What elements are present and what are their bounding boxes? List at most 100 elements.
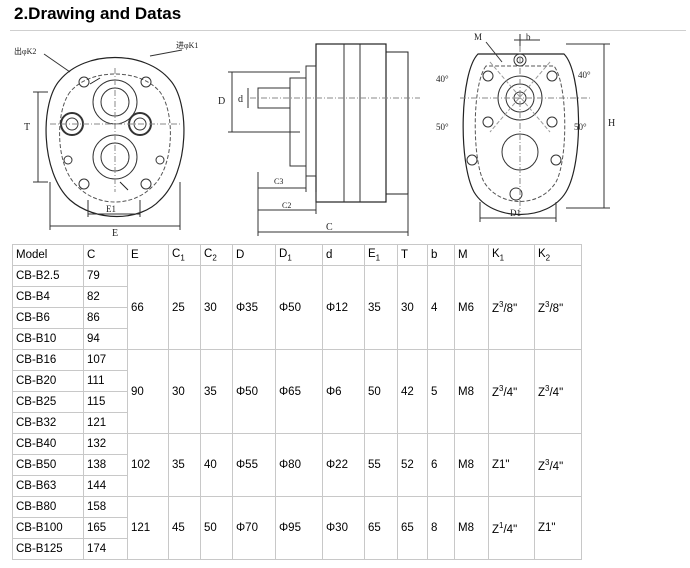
side-label-d-outer: D: [218, 96, 225, 107]
spec-cell-d: Φ55: [232, 433, 276, 497]
length-c-cell: 111: [83, 370, 128, 392]
model-cell: CB-B6: [12, 307, 84, 329]
header-subscript: 1: [499, 253, 505, 263]
thread-prefix: Z: [492, 386, 500, 399]
length-c-cell: 165: [83, 517, 128, 539]
model-cell: CB-B80: [12, 496, 84, 518]
table-header-cell: Model: [12, 244, 84, 266]
spec-cell-m: M8: [454, 433, 489, 497]
header-label: M: [458, 249, 468, 261]
spec-cell-m: M8: [454, 496, 489, 560]
thread-prefix: Z1": [538, 522, 556, 534]
spec-cell-t: 42: [397, 349, 428, 434]
spec-cell-k2: Z3/4": [534, 349, 582, 434]
thread-prefix: Z1": [492, 459, 510, 471]
model-cell: CB-B4: [12, 286, 84, 308]
model-cell: CB-B20: [12, 370, 84, 392]
table-header-cell: C: [83, 244, 128, 266]
header-label: K: [492, 247, 500, 260]
spec-cell-c1: 45: [168, 496, 201, 560]
thread-superscript: 3: [545, 300, 550, 310]
front-label-e1: E1: [106, 204, 116, 214]
spec-cell-d: Φ50: [232, 349, 276, 434]
side-label-c2: C2: [282, 201, 291, 210]
front-view: [33, 49, 185, 230]
spec-cell-d: Φ12: [322, 265, 365, 350]
spec-cell-k1: Z1": [488, 433, 535, 497]
spec-cell-k2: Z3/4": [534, 433, 582, 497]
header-label: C: [204, 247, 213, 260]
spec-cell-c2: 40: [200, 433, 233, 497]
spec-cell-d1: Φ95: [275, 496, 323, 560]
table-header-cell: C2: [200, 244, 233, 266]
header-label: Model: [16, 249, 48, 261]
spec-cell-e1: 65: [364, 496, 398, 560]
spec-cell-b: 5: [427, 349, 455, 434]
header-subscript: 2: [545, 253, 551, 263]
length-c-cell: 94: [83, 328, 128, 350]
rear-label-angle-bottom-right: 50°: [574, 122, 587, 132]
spec-cell-t: 65: [397, 496, 428, 560]
page-title: 2.Drawing and Datas: [14, 4, 182, 23]
side-label-d-inner: d: [238, 94, 243, 105]
model-cell: CB-B40: [12, 433, 84, 455]
thread-superscript: 3: [499, 300, 504, 310]
thread-suffix: /4": [503, 523, 518, 536]
rear-label-m: M: [474, 32, 482, 42]
thread-prefix: Z: [538, 386, 546, 399]
rear-label-angle-bottom-left: 50°: [436, 122, 449, 132]
rear-label-angle-top-right: 40°: [578, 70, 591, 80]
spec-cell-d1: Φ50: [275, 265, 323, 350]
header-label: b: [431, 249, 438, 261]
thread-superscript: 3: [545, 457, 550, 467]
length-c-cell: 115: [83, 391, 128, 413]
table-header-cell: K2: [534, 244, 582, 266]
rear-label-d1: D1: [510, 208, 521, 218]
header-label: T: [401, 249, 409, 261]
thread-prefix: Z: [492, 523, 500, 536]
length-c-cell: 132: [83, 433, 128, 455]
spec-cell-e: 90: [127, 349, 169, 434]
length-c-cell: 107: [83, 349, 128, 371]
length-c-cell: 174: [83, 538, 128, 560]
header-label: K: [538, 247, 546, 260]
title-divider: [10, 30, 686, 31]
header-subscript: 1: [180, 253, 185, 263]
spec-cell-t: 52: [397, 433, 428, 497]
spec-cell-k1: Z1/4": [488, 496, 535, 560]
spec-cell-c1: 30: [168, 349, 201, 434]
model-cell: CB-B50: [12, 454, 84, 476]
spec-cell-c2: 35: [200, 349, 233, 434]
pump-drawing: 出φK2 进φK1 T E E1 D d C3 C2: [14, 32, 615, 239]
thread-prefix: Z: [538, 460, 546, 473]
model-cell: CB-B63: [12, 475, 84, 497]
spec-cell-d: Φ70: [232, 496, 276, 560]
length-c-cell: 82: [83, 286, 128, 308]
table-header-cell: K1: [488, 244, 535, 266]
header-subscript: 1: [287, 253, 292, 263]
spec-cell-e1: 35: [364, 265, 398, 350]
table-header-cell: M: [454, 244, 489, 266]
spec-cell-d: Φ22: [322, 433, 365, 497]
header-label: E: [131, 249, 139, 261]
spec-cell-c1: 25: [168, 265, 201, 350]
table-header-cell: E1: [364, 244, 398, 266]
side-view: [228, 43, 420, 236]
spec-cell-e1: 50: [364, 349, 398, 434]
rear-label-angle-top-left: 40°: [436, 74, 449, 84]
thread-superscript: 3: [545, 384, 550, 394]
model-cell: CB-B10: [12, 328, 84, 350]
spec-cell-m: M6: [454, 265, 489, 350]
spec-cell-k2: Z1": [534, 496, 582, 560]
